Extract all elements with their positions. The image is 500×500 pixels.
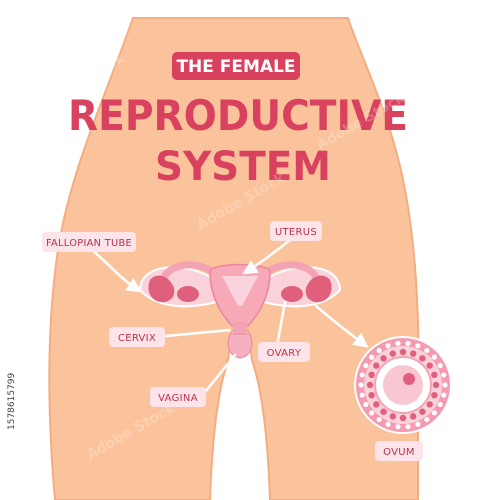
label-ovary: OVARY	[258, 342, 310, 362]
label-uterus: UTERUS	[270, 221, 322, 241]
ovum-cell	[368, 410, 375, 416]
ovum-cell	[399, 348, 407, 356]
ovum-cell	[437, 362, 443, 369]
arrow-ovary	[275, 300, 287, 348]
ovum-nucleus	[403, 373, 415, 385]
title-line-1: REPRODUCTIVE	[68, 91, 408, 140]
ovum-illustration	[354, 336, 452, 434]
ovum-cell	[437, 401, 443, 408]
ovum-cell	[431, 410, 438, 416]
arrow-ovum	[314, 304, 369, 348]
ovum-cell	[380, 408, 387, 415]
vagina-shape	[227, 333, 253, 359]
cervix-shape	[233, 322, 247, 336]
arrow-vagina	[203, 353, 237, 394]
ovum-cell	[424, 347, 430, 354]
ovum-cell	[359, 392, 365, 398]
title-badge	[172, 52, 300, 80]
ovum-cell	[424, 416, 430, 423]
ovum-cell	[410, 350, 417, 357]
label-ovum-text: OVUM	[383, 447, 415, 458]
ovum-cell	[405, 424, 411, 430]
ovum-cell	[385, 421, 391, 427]
label-fallopian-tube: FALLOPIAN TUBE	[42, 232, 136, 252]
ovum-cell	[431, 354, 438, 360]
label-vagina-text: VAGINA	[158, 393, 198, 404]
ovum-cell	[419, 355, 426, 362]
arrow-cervix	[164, 328, 232, 338]
ovum-cell	[432, 381, 440, 389]
arrows	[90, 238, 369, 394]
ovum-cell	[380, 355, 387, 362]
ovum-cell	[358, 382, 364, 388]
ovum-cell	[395, 340, 401, 346]
arrow-uterus	[242, 238, 292, 275]
ovum-cell	[431, 392, 438, 399]
stock-id: 1578615799	[7, 372, 17, 430]
ovary-left	[177, 286, 199, 302]
ovum-cell	[426, 401, 433, 408]
ovum-cell	[399, 414, 407, 422]
ovum-cell	[389, 350, 396, 357]
ovum-cell	[376, 416, 382, 423]
ovum-cell	[376, 347, 382, 354]
arrow-fallopian-tube	[90, 248, 142, 293]
ovum-cell	[395, 424, 401, 430]
ovum-cell	[363, 362, 369, 369]
label-vagina: VAGINA	[150, 387, 206, 407]
ovum-cell	[431, 371, 438, 378]
ovum-cell	[426, 362, 433, 369]
ovum-cell	[419, 408, 426, 415]
ovum-cell	[373, 401, 380, 408]
ovum-cell	[368, 392, 375, 399]
ovum-cell	[415, 421, 421, 427]
label-ovum: OVUM	[375, 441, 423, 461]
ovum-cell	[441, 372, 447, 378]
badge-text: THE FEMALE	[176, 57, 295, 77]
label-cervix-text: CERVIX	[118, 333, 156, 344]
ovary-right	[281, 286, 303, 302]
ovum-cell	[405, 340, 411, 346]
ovum-cell	[442, 382, 448, 388]
label-ovary-text: OVARY	[267, 348, 302, 359]
ovum-cell	[410, 413, 417, 420]
ovum-cell	[415, 343, 421, 349]
label-uterus-text: UTERUS	[275, 227, 317, 238]
ovum-cell	[368, 371, 375, 378]
ovum-cell	[366, 381, 374, 389]
ovum-cell	[359, 372, 365, 378]
ovum-cell	[389, 413, 396, 420]
label-cervix: CERVIX	[109, 327, 165, 347]
ovum-cell	[373, 362, 380, 369]
title-line-2: SYSTEM	[155, 144, 331, 190]
reproductive-organs	[138, 261, 342, 359]
ovum-cell	[441, 392, 447, 398]
ovum-cell	[368, 354, 375, 360]
label-fallopian-tube-text: FALLOPIAN TUBE	[46, 238, 132, 249]
ovum-cell	[385, 343, 391, 349]
ovum-cell	[363, 401, 369, 408]
